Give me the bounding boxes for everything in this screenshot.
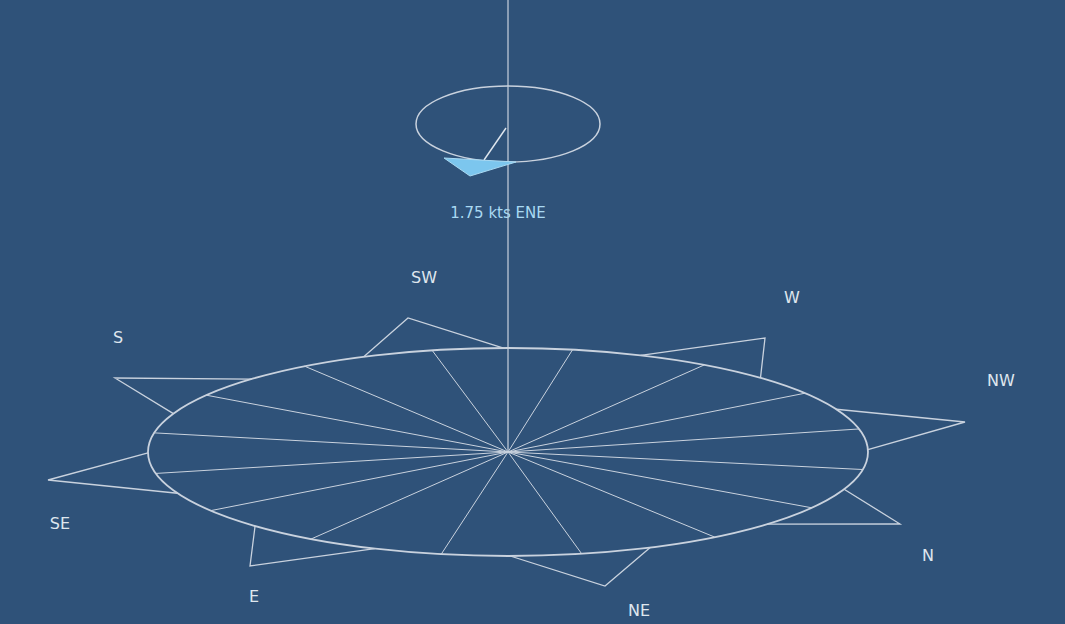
direction-label: SW [411,270,437,286]
current-readout: 1.75 kts ENE [450,206,546,221]
star-point [364,318,504,357]
direction-label: NW [987,373,1015,389]
star-point [250,526,375,566]
compass-ring [148,348,868,556]
star-point [767,489,900,524]
compass-spoke [508,365,704,452]
vertical-axis [507,0,508,452]
current-needle [484,128,506,160]
compass-spoke [311,452,508,539]
compass-spoke [508,429,859,452]
compass-spoke [508,393,805,452]
direction-label: S [113,330,123,346]
current-ring [416,86,600,162]
direction-label: E [249,589,259,605]
current-arrow [444,158,516,176]
direction-label: SE [50,516,70,532]
compass-spoke [305,366,508,452]
compass-spoke [154,433,508,452]
compass-spoke [508,350,573,452]
star-point [641,338,765,378]
direction-label: NE [628,603,650,619]
star-point [115,378,251,414]
star-point [510,548,650,586]
compass-spoke [432,350,508,452]
compass-spoke [508,452,863,470]
compass-spoke [211,452,508,511]
compass-spoke [508,452,582,554]
compass-spoke [508,452,812,508]
compass-star [48,318,965,586]
direction-label: N [922,548,934,564]
direction-label: W [784,290,800,306]
compass-spoke [441,452,508,554]
